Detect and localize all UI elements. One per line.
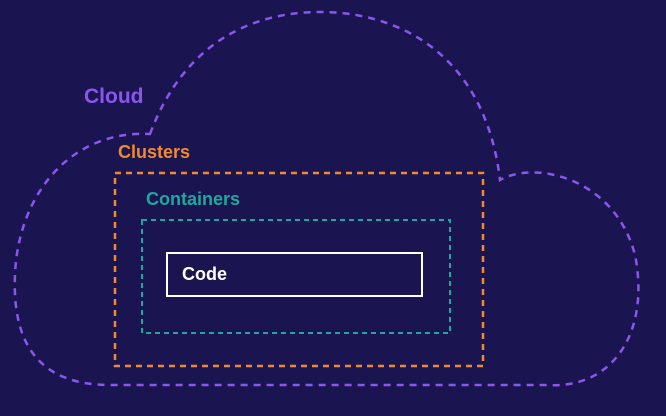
clusters-outline bbox=[113, 171, 485, 368]
clusters-label: Clusters bbox=[118, 142, 191, 162]
cloud-label: Cloud bbox=[84, 85, 144, 108]
code-box: Code bbox=[166, 252, 423, 297]
cloud-outline bbox=[13, 10, 640, 387]
containers-outline bbox=[141, 219, 451, 334]
code-label: Code bbox=[182, 264, 227, 284]
containers-label: Containers bbox=[146, 189, 241, 209]
